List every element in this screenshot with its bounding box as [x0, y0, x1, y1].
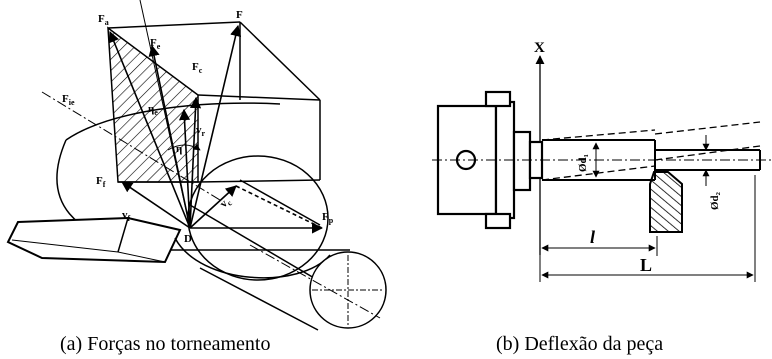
label-l: l — [590, 227, 595, 247]
label-ff: Ff — [96, 175, 106, 189]
vector-fa — [108, 30, 191, 229]
label-L: L — [640, 255, 652, 275]
label-vf: vf — [122, 209, 131, 223]
vector-vr — [178, 108, 191, 229]
vector-vc — [189, 185, 237, 229]
cutting-tool — [6, 216, 182, 264]
label-vc: vc — [218, 195, 235, 212]
label-ie: ηe — [148, 103, 158, 117]
vector-ff — [121, 181, 191, 229]
force-vectors — [108, 0, 324, 234]
label-fp: Fp — [322, 211, 334, 225]
vector-f — [189, 24, 242, 229]
eta-arc — [167, 143, 201, 151]
vector-fc — [189, 96, 202, 229]
caption-a: (a) Forças no torneamento — [60, 333, 270, 355]
label-fie: Fie — [62, 93, 75, 107]
caption-b: (b) Deflexão da peça — [496, 333, 663, 355]
label-fe: Fe — [150, 37, 161, 51]
label-fa: Fa — [98, 13, 109, 27]
label-eta: η — [176, 143, 182, 155]
cutting-tool-b — [649, 171, 683, 233]
label-f: F — [236, 9, 243, 21]
label-vr: vr — [196, 124, 206, 138]
label-fc: Fc — [192, 61, 203, 75]
panel-b-workpiece-deflection: X Ød₁ — [432, 40, 772, 355]
x-axis-label: X — [534, 40, 545, 56]
deflected-workpiece — [541, 121, 761, 181]
label-d1: Ød₁ — [577, 154, 589, 172]
label-d: D — [184, 233, 192, 245]
label-d2: Ød₂ — [709, 191, 721, 210]
panel-a-turning-forces: Fa Fe F Fc Fie ηe vr η Ff vf vc D Fp (a)… — [6, 0, 387, 355]
